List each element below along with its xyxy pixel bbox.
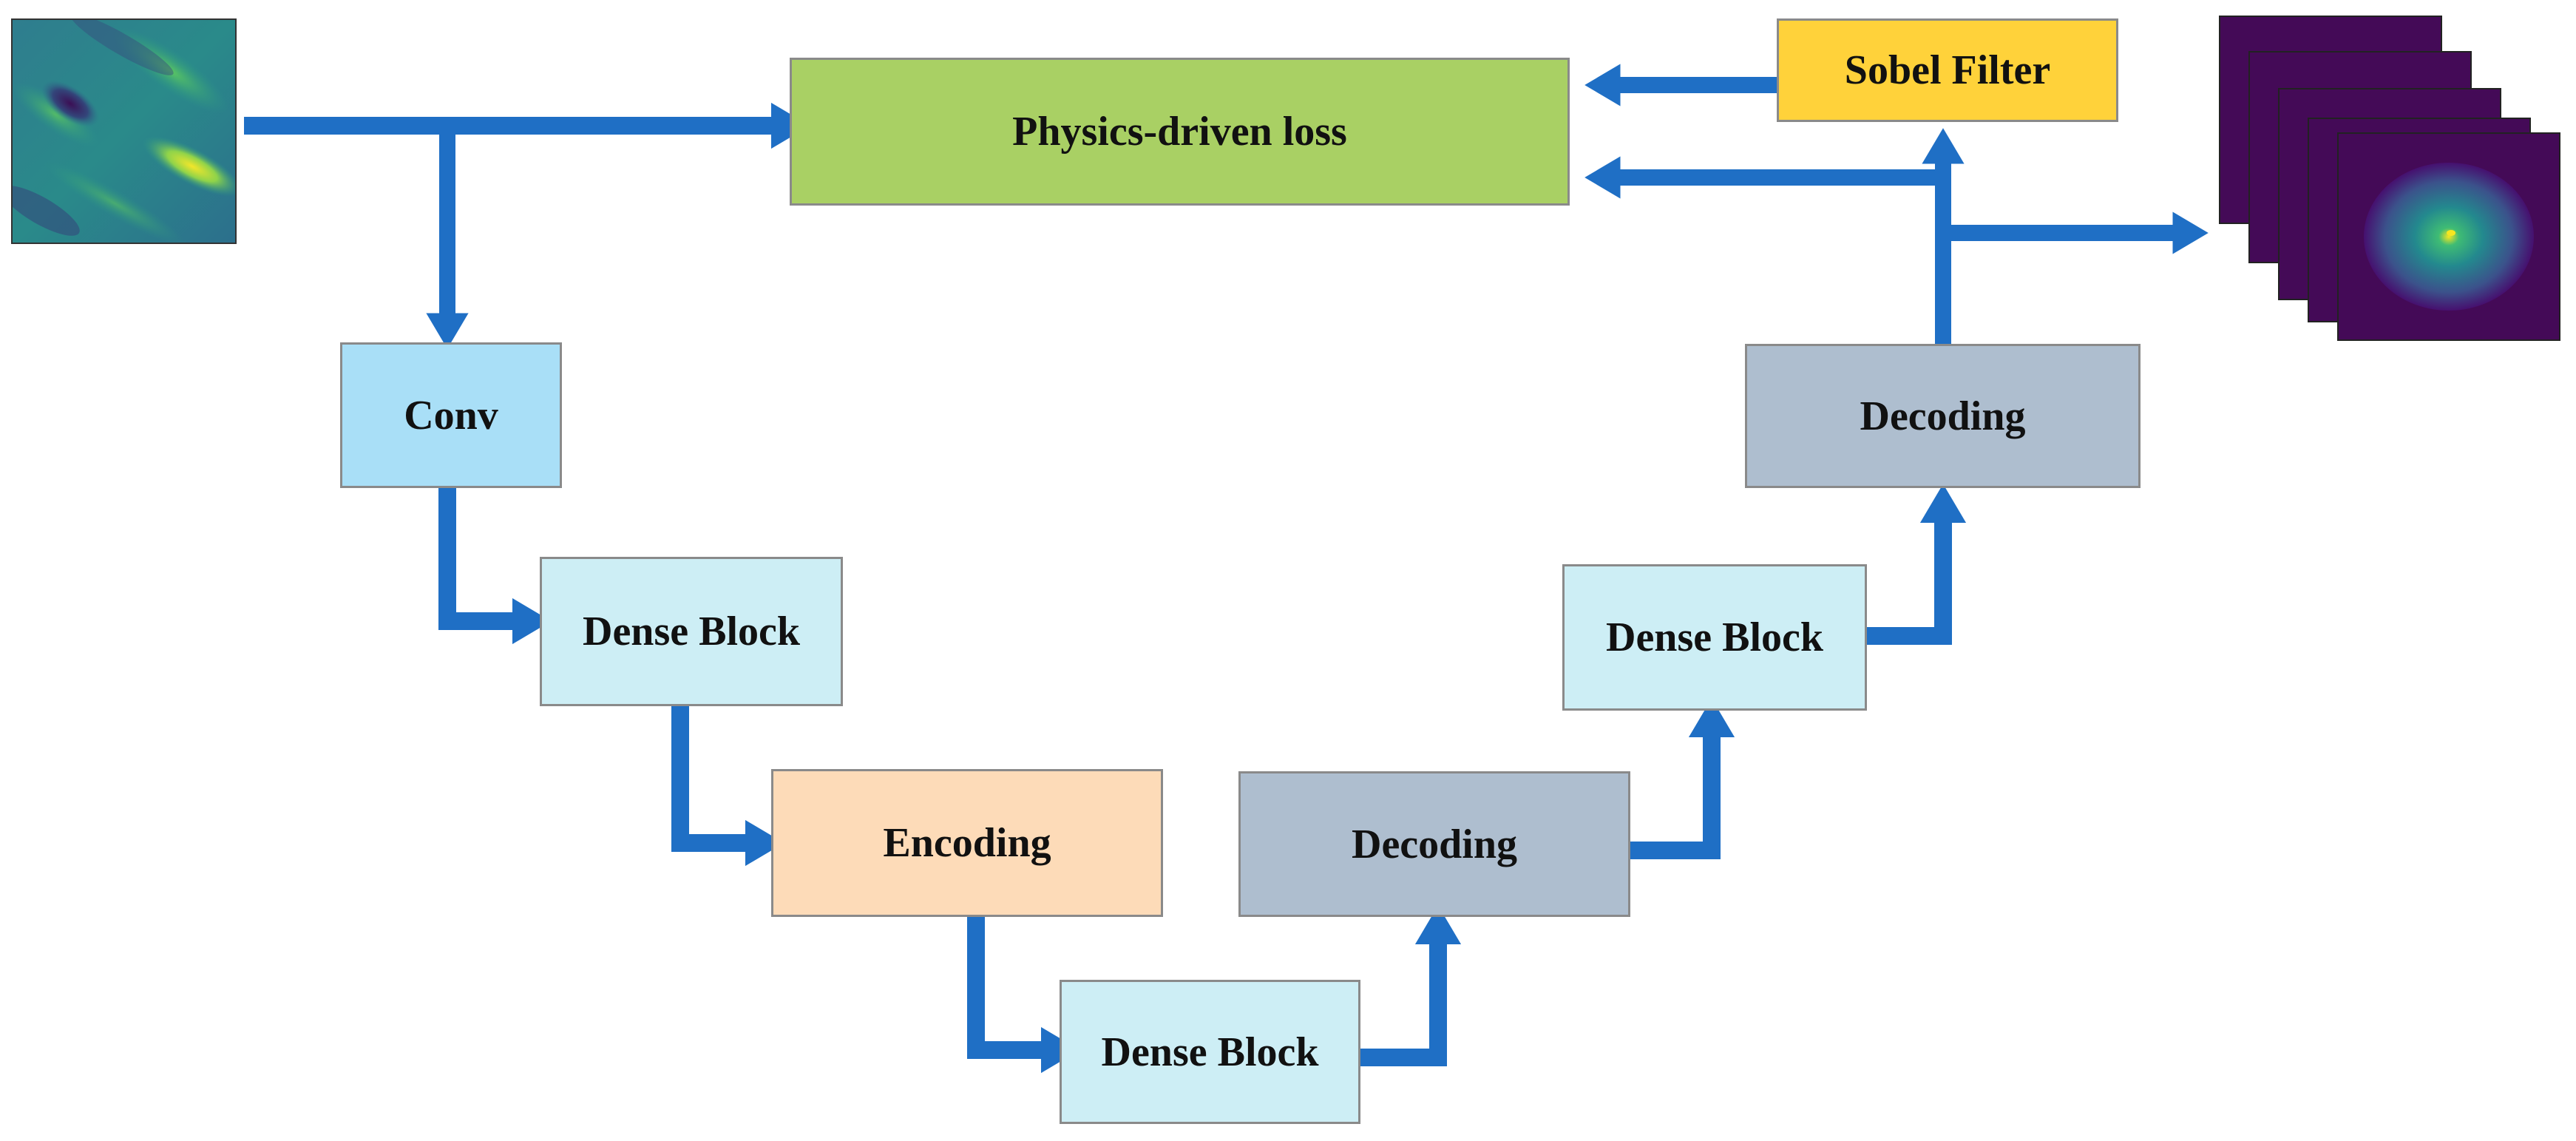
decoding-1-box: Decoding — [1238, 771, 1630, 917]
arrow-conv-to-dense-block-1 — [438, 488, 552, 645]
arrow-dense-block-2-to-decoding-1 — [1360, 905, 1462, 1066]
conv-box: Conv — [340, 342, 562, 488]
arrow-decoding-1-to-dense-block-3 — [1630, 698, 1735, 859]
physics-driven-loss-box: Physics-driven loss — [790, 58, 1570, 206]
decoding-1-label: Decoding — [1352, 821, 1517, 867]
dense-block-1-box: Dense Block — [540, 557, 843, 706]
decoding-2-box: Decoding — [1745, 344, 2141, 488]
dense-block-2-box: Dense Block — [1060, 980, 1360, 1124]
arrow-encoding-to-dense-block-2 — [967, 917, 1080, 1074]
sobel-filter-label: Sobel Filter — [1844, 47, 2051, 93]
dense-block-3-box: Dense Block — [1562, 564, 1867, 711]
conv-label: Conv — [404, 392, 498, 439]
arrow-dense-block-1-to-encoding — [671, 706, 784, 867]
arrow-dense-block-3-to-decoding-2 — [1867, 484, 1967, 645]
input-field-image — [11, 18, 237, 244]
decoding-2-label: Decoding — [1860, 393, 2026, 439]
dense-block-3-label: Dense Block — [1606, 614, 1823, 660]
encoding-box: Encoding — [771, 769, 1163, 917]
dense-block-2-label: Dense Block — [1101, 1029, 1319, 1075]
output-image-stack — [2218, 15, 2566, 344]
output-frame-5 — [2337, 132, 2560, 341]
physics-driven-loss-label: Physics-driven loss — [1012, 109, 1347, 155]
sobel-filter-box: Sobel Filter — [1777, 18, 2118, 122]
encoding-label: Encoding — [883, 820, 1051, 866]
dense-block-1-label: Dense Block — [583, 609, 800, 654]
